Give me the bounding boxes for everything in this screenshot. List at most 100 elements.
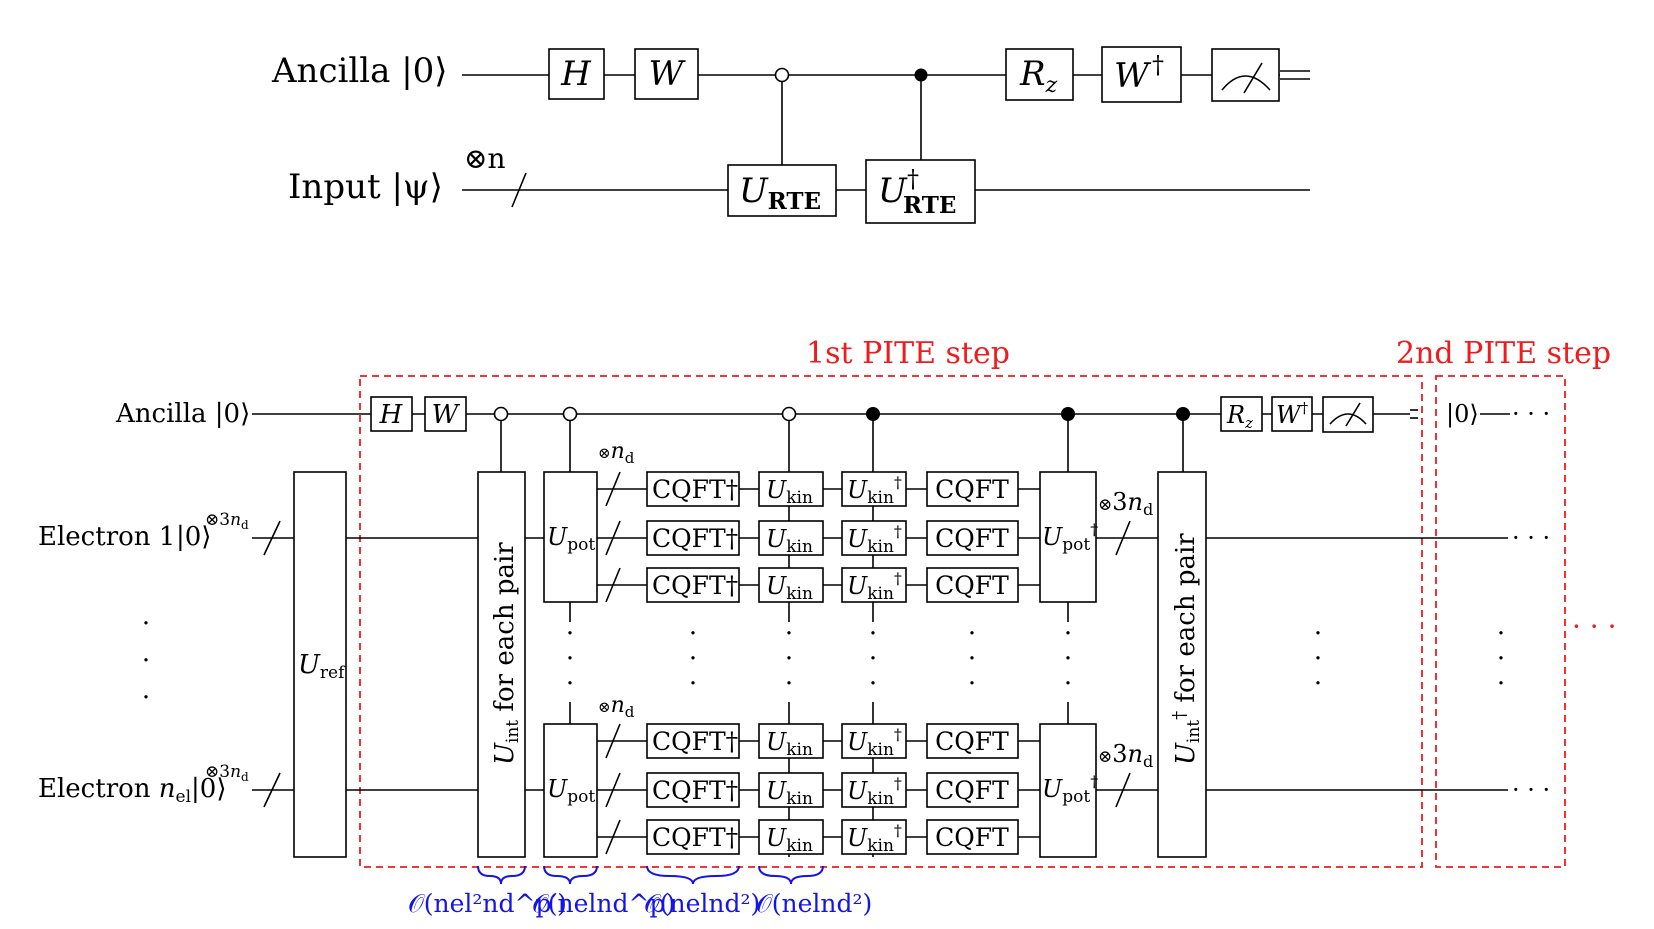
- svg-text:·: ·: [1064, 669, 1072, 699]
- upot-dagger-label-2: Upot†: [1042, 772, 1098, 807]
- bottom-h-gate: [370, 396, 413, 432]
- top-urte-dagger-sup: †: [907, 165, 919, 193]
- svg-text:Ukin†: Ukin†: [847, 569, 902, 604]
- brace-cqft: [646, 865, 740, 885]
- svg-text:CQFT: CQFT: [935, 727, 1009, 756]
- svg-text:CQFT†: CQFT†: [652, 776, 738, 805]
- ukin-column: Ukin Ukin Ukin Ukin Ukin Ukin: [758, 471, 824, 856]
- svg-text:·: ·: [869, 644, 877, 674]
- top-urte-dagger-label: U: [878, 171, 908, 211]
- sub-register-size-1: ⊗nd: [598, 439, 635, 467]
- svg-text:H: H: [379, 400, 404, 430]
- svg-text:CQFT: CQFT: [935, 475, 1009, 504]
- svg-text:·: ·: [968, 669, 976, 699]
- svg-text:CQFT†: CQFT†: [652, 823, 738, 852]
- svg-text:·: ·: [566, 669, 574, 699]
- top-urte-gate: [727, 164, 837, 217]
- svg-text:·: ·: [968, 619, 976, 649]
- sub-register-size-2: ⊗nd: [598, 693, 635, 721]
- svg-text:·: ·: [1064, 619, 1072, 649]
- step1-label: 1st PITE step: [806, 336, 1010, 371]
- upot-dagger-gate-2: [1039, 723, 1097, 858]
- step2-ket: |0⟩: [1446, 400, 1479, 429]
- svg-text:·: ·: [869, 669, 877, 699]
- svg-text:· · ·: · · ·: [1512, 400, 1550, 428]
- svg-text:CQFT†: CQFT†: [652, 475, 738, 504]
- brace-upot: [543, 865, 598, 885]
- svg-text:·: ·: [869, 619, 877, 649]
- upot-dag-filled-control: [1061, 407, 1075, 421]
- column-vdots: · · · · · · · · · · · · · · · · · · · · …: [566, 619, 1505, 699]
- top-wdag-label: W†: [1114, 51, 1164, 96]
- upot-label-2: Upot: [547, 775, 595, 807]
- top-rz-label: Rz: [1019, 54, 1058, 98]
- svg-text:Ukin†: Ukin†: [847, 725, 902, 760]
- svg-text:CQFT: CQFT: [935, 823, 1009, 852]
- electron1-exp: ⊗3nd: [205, 510, 249, 532]
- svg-text:·: ·: [1497, 669, 1505, 699]
- upot-dagger-label-1: Upot†: [1042, 520, 1098, 555]
- bottom-wdag-gate: [1271, 396, 1313, 432]
- complexity-cqft: 𝒪(nelnd²): [644, 889, 760, 918]
- upot-open-control: [562, 406, 578, 422]
- left-vdots: ·: [142, 609, 150, 639]
- top-register-size: ⊗n: [464, 142, 506, 175]
- svg-text:·: ·: [142, 646, 150, 676]
- svg-text:·: ·: [1497, 619, 1505, 649]
- svg-text:CQFT†: CQFT†: [652, 727, 738, 756]
- bottom-meter-icon: [1329, 413, 1367, 425]
- svg-text:·: ·: [566, 644, 574, 674]
- step1-box: [359, 375, 1423, 868]
- electron1-ket: |0⟩: [176, 522, 211, 552]
- uint-open-control: [493, 406, 509, 422]
- svg-text:·: ·: [1497, 644, 1505, 674]
- ukin-dag-filled-control: [866, 407, 880, 421]
- svg-text:Ukin: Ukin: [766, 572, 813, 604]
- bottom-circuit: 1st PITE step 2nd PITE step · · · Ancill…: [38, 336, 1617, 918]
- complexity-uint: 𝒪(nel²nd^p′): [408, 889, 567, 918]
- ancilla-label: Ancilla |0⟩: [115, 399, 250, 429]
- svg-text:Ukin: Ukin: [766, 824, 813, 856]
- electron-n-ellipsis: · · ·: [1512, 776, 1550, 804]
- svg-text:·: ·: [785, 669, 793, 699]
- svg-text:Ukin†: Ukin†: [847, 821, 902, 856]
- upot-label-1: Upot: [547, 523, 595, 555]
- register-size-3nd-1: ⊗⊗33nd: [1098, 488, 1153, 519]
- electron-n-exp: ⊗3nd: [205, 762, 249, 784]
- svg-text:·: ·: [689, 619, 697, 649]
- svg-text:·: ·: [968, 644, 976, 674]
- uint-label: Uint for each pair: [490, 542, 523, 765]
- top-wdag-gate: [1101, 46, 1182, 103]
- ukin-open-control: [781, 406, 797, 422]
- complexity-ukin: 𝒪(nelnd²): [756, 889, 872, 918]
- uref-label: Uref: [298, 650, 346, 683]
- top-w-gate-label: W: [649, 54, 687, 94]
- ukin-dagger-column: Ukin† Ukin† Ukin† Ukin† Ukin† Ukin†: [841, 471, 907, 856]
- top-filled-control: [914, 68, 928, 82]
- svg-text:CQFT: CQFT: [935, 571, 1009, 600]
- svg-text:·: ·: [689, 644, 697, 674]
- electron1-ellipsis: · · ·: [1512, 524, 1550, 552]
- uint-dagger-label: Uint† for each pair: [1169, 533, 1204, 765]
- svg-text:CQFT†: CQFT†: [652, 571, 738, 600]
- svg-text:Ukin†: Ukin†: [847, 522, 902, 557]
- uint-dagger-gate: [1157, 471, 1207, 858]
- top-h-gate-label: H: [560, 54, 592, 94]
- upot-dagger-gate-1: [1039, 471, 1097, 603]
- top-measurement-gate: [1211, 48, 1280, 102]
- svg-text:·: ·: [689, 669, 697, 699]
- top-h-gate: [548, 48, 605, 100]
- top-w-gate: [634, 48, 699, 100]
- top-urte-dagger-gate: [865, 159, 976, 224]
- svg-text:Rz: Rz: [1226, 401, 1253, 432]
- top-meter-icon: [1221, 75, 1271, 91]
- svg-text:·: ·: [785, 644, 793, 674]
- step2-label: 2nd PITE step: [1396, 336, 1611, 371]
- continuation-ellipsis: · · ·: [1572, 610, 1617, 643]
- svg-text:Ukin†: Ukin†: [847, 473, 902, 508]
- bottom-rz-gate: [1220, 396, 1263, 432]
- svg-text:·: ·: [1314, 669, 1322, 699]
- svg-text:·: ·: [785, 619, 793, 649]
- svg-text:W†: W†: [1276, 399, 1309, 429]
